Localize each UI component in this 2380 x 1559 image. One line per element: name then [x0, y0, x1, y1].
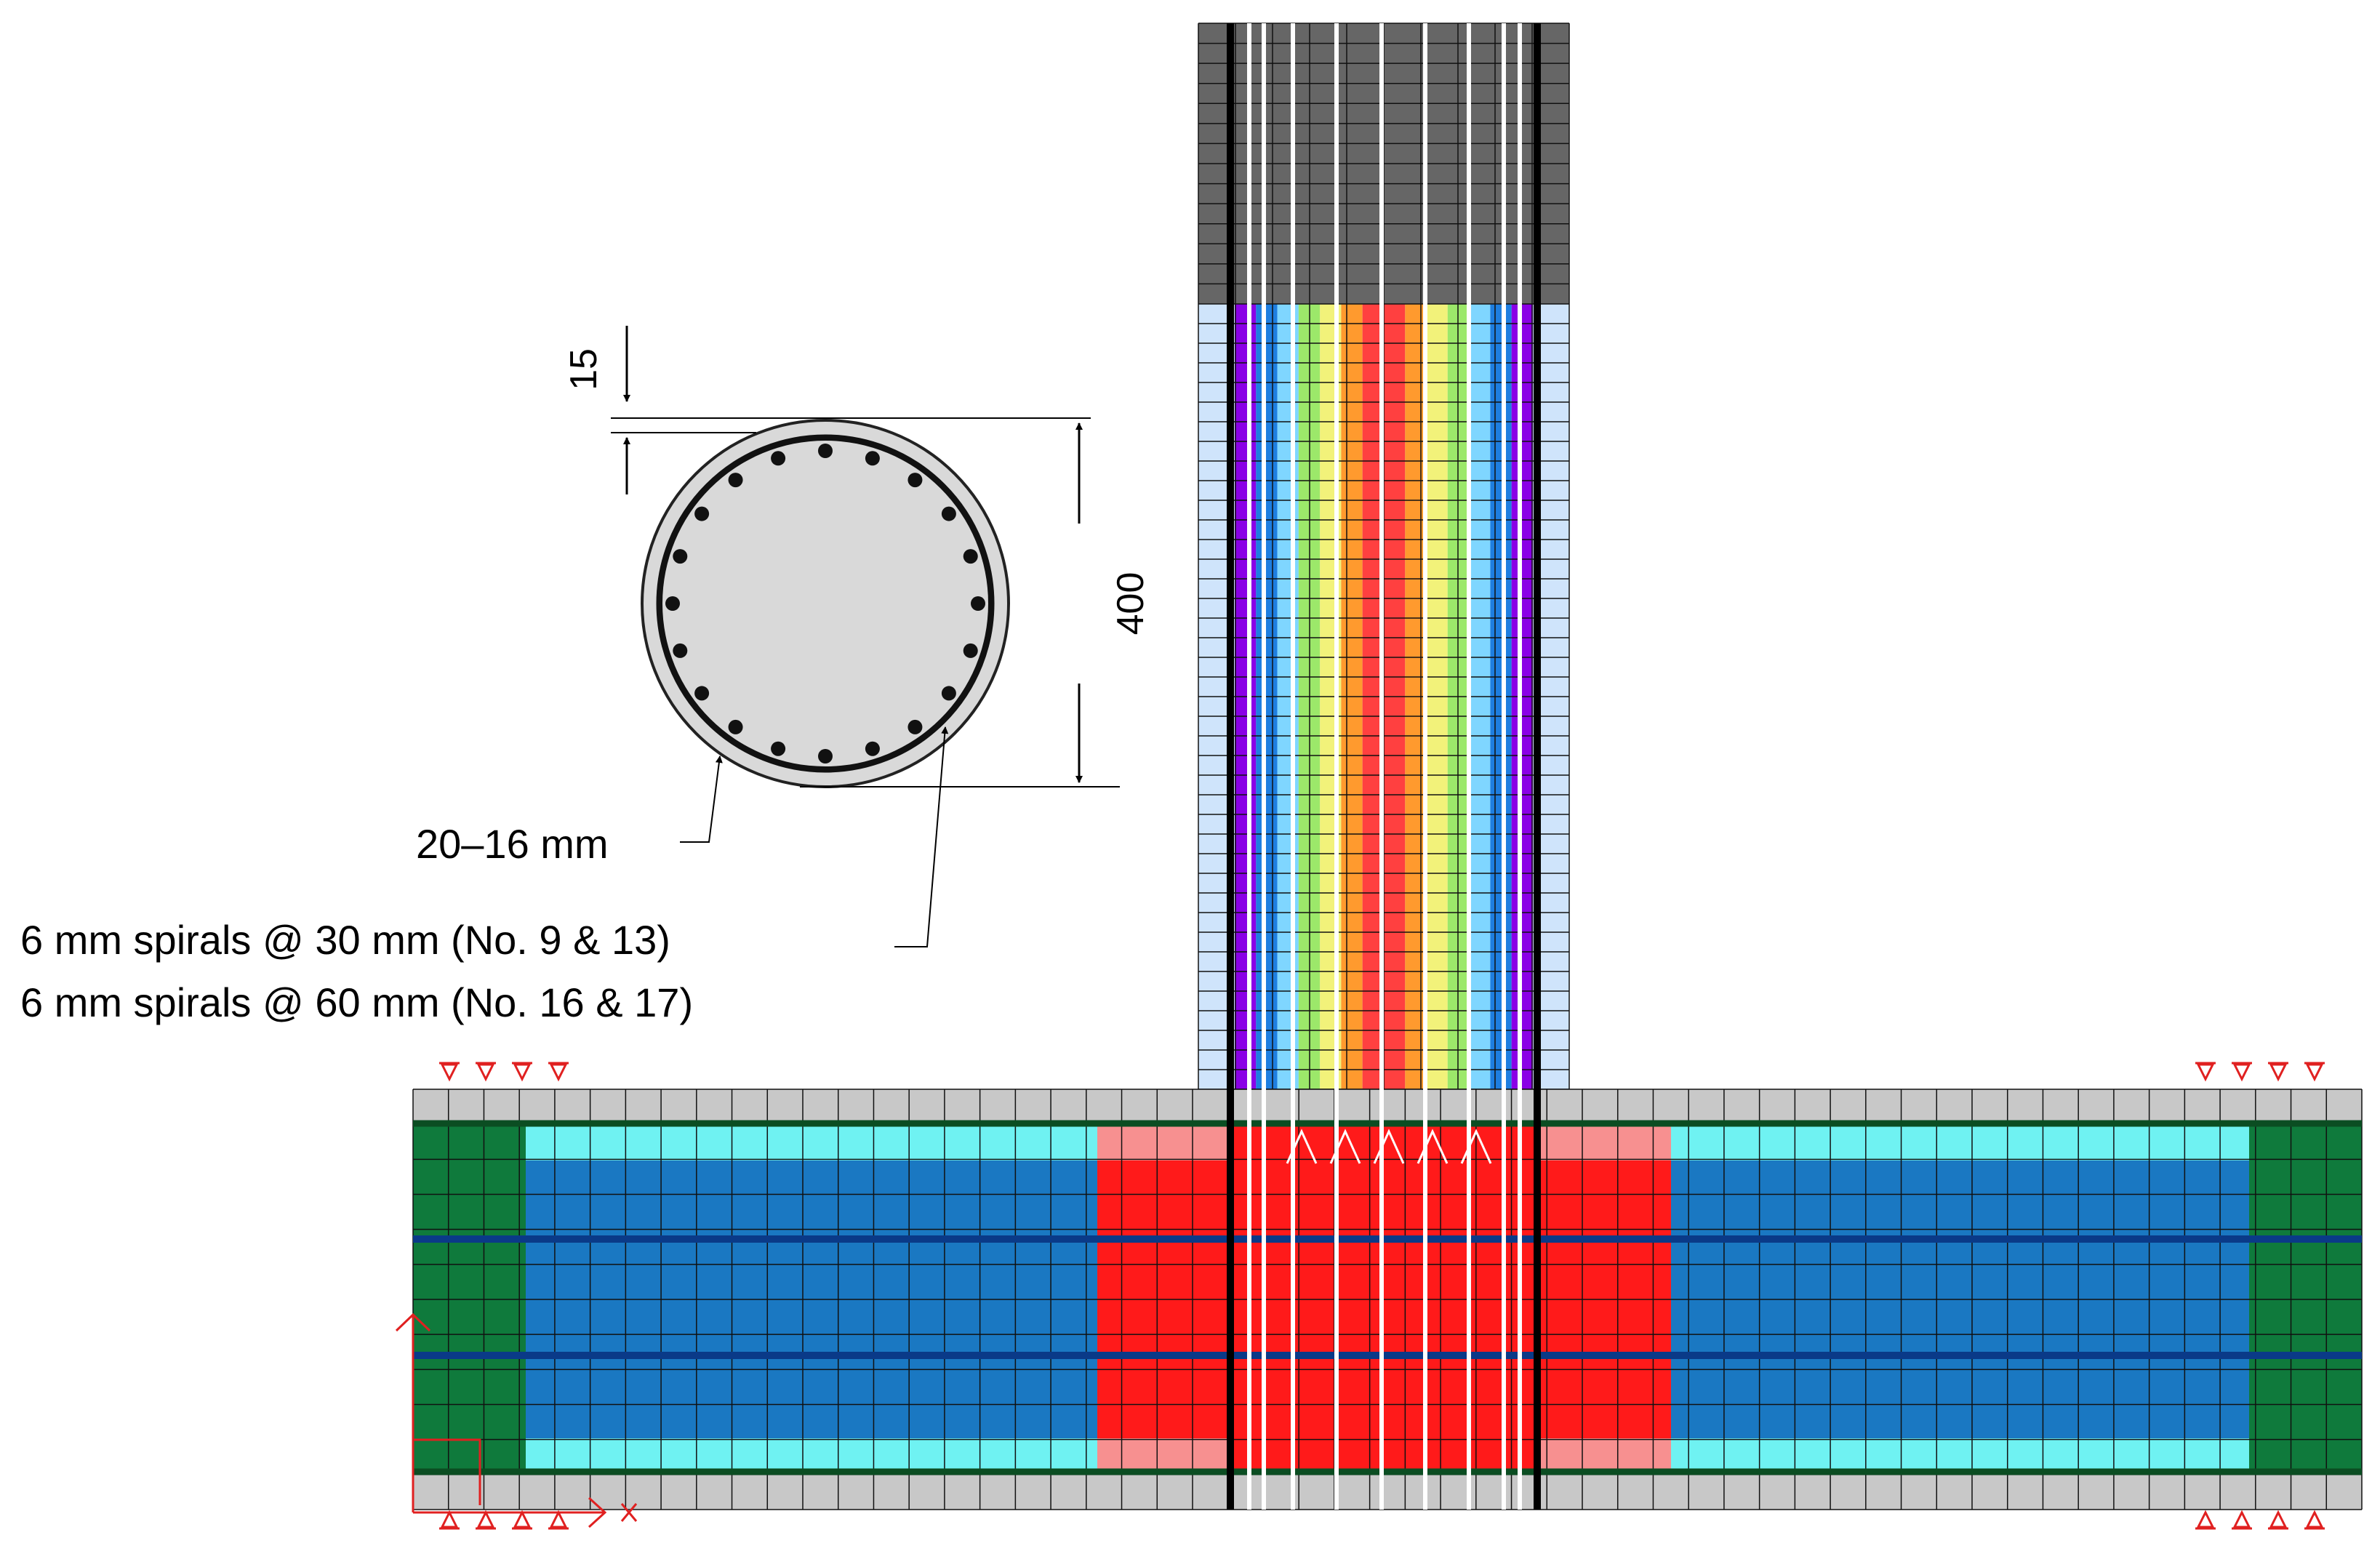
axis-glyph-frame	[413, 1438, 481, 1505]
diameter-dimension: 400	[800, 422, 1152, 787]
longitudinal-bars-label: 20–16 mm	[416, 821, 609, 867]
support-triangle	[513, 1510, 532, 1528]
support-triangle	[2196, 1063, 2215, 1082]
longitudinal-bars	[665, 444, 985, 764]
longitudinal-bar	[818, 444, 833, 458]
axis-glyph-x-mark	[620, 1503, 638, 1522]
longitudinal-bar	[673, 643, 688, 658]
support-triangle	[2269, 1510, 2288, 1528]
support-triangle	[2196, 1510, 2215, 1528]
longitudinal-bar	[673, 549, 688, 564]
longitudinal-bar	[971, 596, 985, 611]
mesh-grid-and-rebars	[413, 23, 2362, 1510]
longitudinal-bar	[907, 719, 923, 734]
spiral-ring	[656, 434, 995, 773]
bars-leader-line	[680, 756, 723, 843]
longitudinal-bar	[865, 451, 880, 466]
cover-dimension-label: 15	[563, 348, 605, 390]
cover-dimension: 15	[563, 326, 1091, 494]
longitudinal-bar	[728, 719, 743, 734]
spiral-label-1: 6 mm spirals @ 30 mm (No. 9 & 13)	[20, 917, 670, 963]
longitudinal-bar	[818, 749, 833, 764]
joint-chevron	[1373, 1129, 1405, 1164]
joint-chevron	[1460, 1129, 1492, 1164]
longitudinal-bar	[941, 686, 956, 701]
support-triangle	[2232, 1063, 2251, 1082]
support-triangle	[2232, 1510, 2251, 1528]
support-triangle	[440, 1063, 459, 1082]
longitudinal-bar	[771, 741, 786, 756]
core-circle	[662, 441, 988, 766]
support-triangle	[513, 1063, 532, 1082]
cross-section: 15 400 20–16 mm 6 mm spirals @ 30 mm (No…	[20, 326, 1152, 1025]
footing-mesh	[412, 1089, 2363, 1510]
support-triangle	[476, 1510, 495, 1528]
spiral-leader-line	[894, 726, 949, 947]
joint-chevron	[1329, 1129, 1361, 1164]
longitudinal-bar	[694, 506, 710, 521]
support-triangle	[440, 1510, 459, 1528]
support-triangle	[549, 1510, 568, 1528]
longitudinal-bar	[963, 643, 978, 658]
support-triangle	[549, 1063, 568, 1082]
longitudinal-bar	[907, 473, 923, 488]
longitudinal-bar	[963, 549, 978, 564]
longitudinal-bar	[665, 596, 680, 611]
support-triangle	[2269, 1063, 2288, 1082]
boundary-supports	[395, 1062, 2325, 1530]
longitudinal-bar	[771, 451, 786, 466]
longitudinal-bar	[865, 741, 880, 756]
support-triangle	[2305, 1063, 2324, 1082]
longitudinal-bar	[941, 506, 956, 521]
fe-model	[395, 23, 2363, 1530]
joint-chevron	[1417, 1129, 1449, 1164]
support-triangle	[2305, 1510, 2324, 1528]
longitudinal-bar	[728, 473, 743, 488]
diameter-dimension-label: 400	[1110, 572, 1152, 636]
spiral-label-2: 6 mm spirals @ 60 mm (No. 16 & 17)	[20, 979, 693, 1025]
support-triangle	[476, 1063, 495, 1082]
joint-chevron	[1286, 1129, 1318, 1164]
longitudinal-bar	[694, 686, 710, 701]
